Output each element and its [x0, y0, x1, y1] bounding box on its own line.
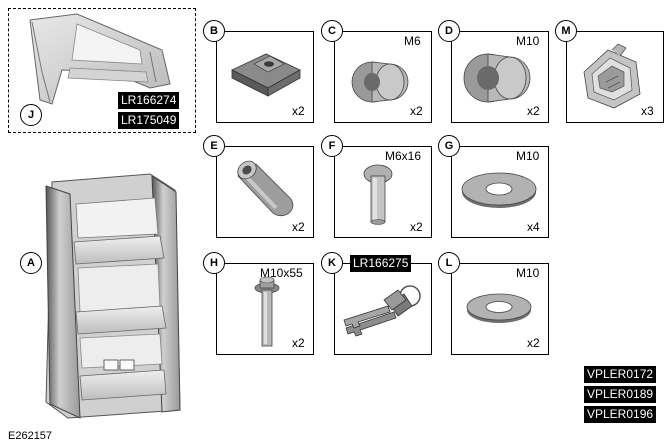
- bushing-icon: [351, 61, 409, 103]
- quantity-label: x2: [292, 336, 305, 350]
- quantity-label: x2: [527, 336, 540, 350]
- size-spec: M6x16: [385, 149, 422, 163]
- callout-m: M: [555, 20, 577, 42]
- quantity-label: x2: [410, 220, 423, 234]
- slotted-nut-plate-icon: [231, 53, 301, 97]
- size-spec: M10: [516, 266, 540, 280]
- size-spec: M10: [516, 34, 540, 48]
- size-spec: M10: [516, 149, 540, 163]
- reference-code-tag: VPLER0172: [584, 366, 657, 383]
- keys-icon: [343, 285, 421, 337]
- reference-code-tag: VPLER0189: [584, 386, 657, 403]
- ladder-step-illustration: [45, 173, 181, 419]
- callout-l: L: [438, 252, 460, 274]
- rivet-icon: [363, 164, 393, 225]
- callout-f: F: [321, 135, 343, 157]
- callout-h: H: [203, 252, 225, 274]
- quantity-label: x4: [527, 220, 540, 234]
- assembly-j-frame: [8, 8, 196, 133]
- part-number-tag: LR166275: [350, 255, 412, 272]
- washer-icon: [461, 172, 537, 208]
- figure-id: E262157: [8, 430, 53, 442]
- step-cover-illustration: [29, 13, 171, 105]
- quantity-label: x2: [527, 104, 540, 118]
- flange-bolt-icon: [254, 276, 280, 347]
- quantity-label: x3: [641, 104, 654, 118]
- size-spec: M6: [404, 34, 421, 48]
- part-number-tag: LR166274: [118, 92, 180, 109]
- bushing-icon: [463, 53, 531, 103]
- callout-e: E: [203, 135, 225, 157]
- quantity-label: x2: [292, 220, 305, 234]
- callout-g: G: [438, 135, 460, 157]
- quantity-label: x2: [292, 104, 305, 118]
- washer-icon: [466, 293, 532, 323]
- spring-clip-icon: [583, 43, 641, 109]
- callout-a: A: [20, 252, 42, 274]
- callout-d: D: [438, 20, 460, 42]
- callout-b: B: [203, 20, 225, 42]
- callout-c: C: [321, 20, 343, 42]
- part-number-tag: LR175049: [118, 112, 180, 129]
- callout-k: K: [321, 252, 343, 274]
- size-spec: M10x55: [260, 266, 303, 280]
- spacer-tube-icon: [237, 160, 294, 217]
- reference-code-tag: VPLER0196: [584, 406, 657, 423]
- callout-j: J: [20, 104, 42, 126]
- quantity-label: x2: [410, 104, 423, 118]
